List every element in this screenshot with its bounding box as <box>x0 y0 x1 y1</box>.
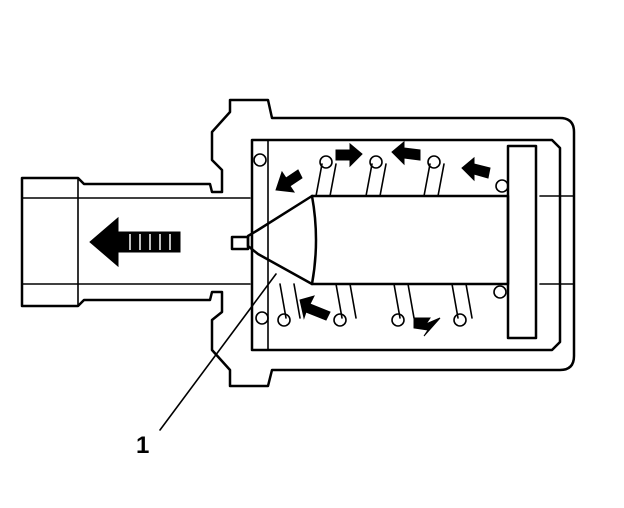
spring-coils-top <box>253 153 509 197</box>
plunger-shaft <box>310 194 510 286</box>
plunger-cone <box>246 194 318 286</box>
callout-leader <box>159 273 277 431</box>
flow-arrow-hatching <box>129 234 171 250</box>
flow-arrow-large <box>89 216 181 268</box>
valve-housing-outline <box>20 98 576 388</box>
flow-arrows-small <box>275 140 491 337</box>
callout-label-1: 1 <box>136 432 150 459</box>
spring-retainer <box>506 144 538 340</box>
spring-coils-bottom <box>255 283 507 327</box>
plunger-tip <box>230 235 250 251</box>
